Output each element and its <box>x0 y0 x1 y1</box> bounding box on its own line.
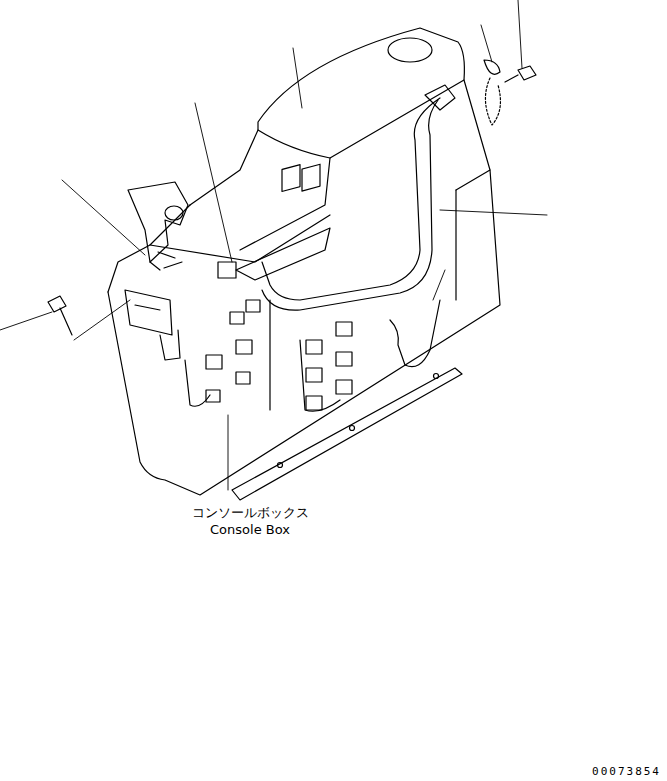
drawing-number: 00073854 <box>592 766 661 778</box>
base-plate <box>232 368 462 500</box>
switch <box>218 262 236 278</box>
switch <box>282 165 300 192</box>
cup-holder <box>388 38 432 62</box>
mid-panel <box>150 205 330 262</box>
rear-side <box>190 130 258 205</box>
wire-harness <box>262 100 438 310</box>
bolt-hole <box>434 374 439 379</box>
part-name-japanese: コンソールボックス <box>192 506 309 520</box>
wire-branch <box>390 300 440 367</box>
leader-lines <box>0 0 547 490</box>
chain <box>485 78 500 125</box>
switch <box>302 164 320 191</box>
connector <box>425 85 455 110</box>
bolt <box>505 66 536 82</box>
wire-branch <box>185 300 340 411</box>
bracket <box>125 290 172 335</box>
bracket-leg <box>160 330 180 360</box>
part-name: Console Box <box>210 523 290 537</box>
body-outline <box>108 170 500 495</box>
lever-gate <box>150 252 182 270</box>
bolt-hole <box>350 426 355 431</box>
body-front-top <box>108 245 150 292</box>
lever-knob <box>165 206 183 220</box>
wire-harness <box>236 228 330 280</box>
relay-group <box>206 300 352 410</box>
rear-face <box>240 158 330 250</box>
bolt-hole <box>278 463 283 468</box>
rear-top-cover <box>258 28 464 158</box>
panel-edge <box>455 190 456 300</box>
shift-lever <box>128 182 188 262</box>
wire-harness <box>262 98 440 300</box>
bolt <box>48 296 72 335</box>
